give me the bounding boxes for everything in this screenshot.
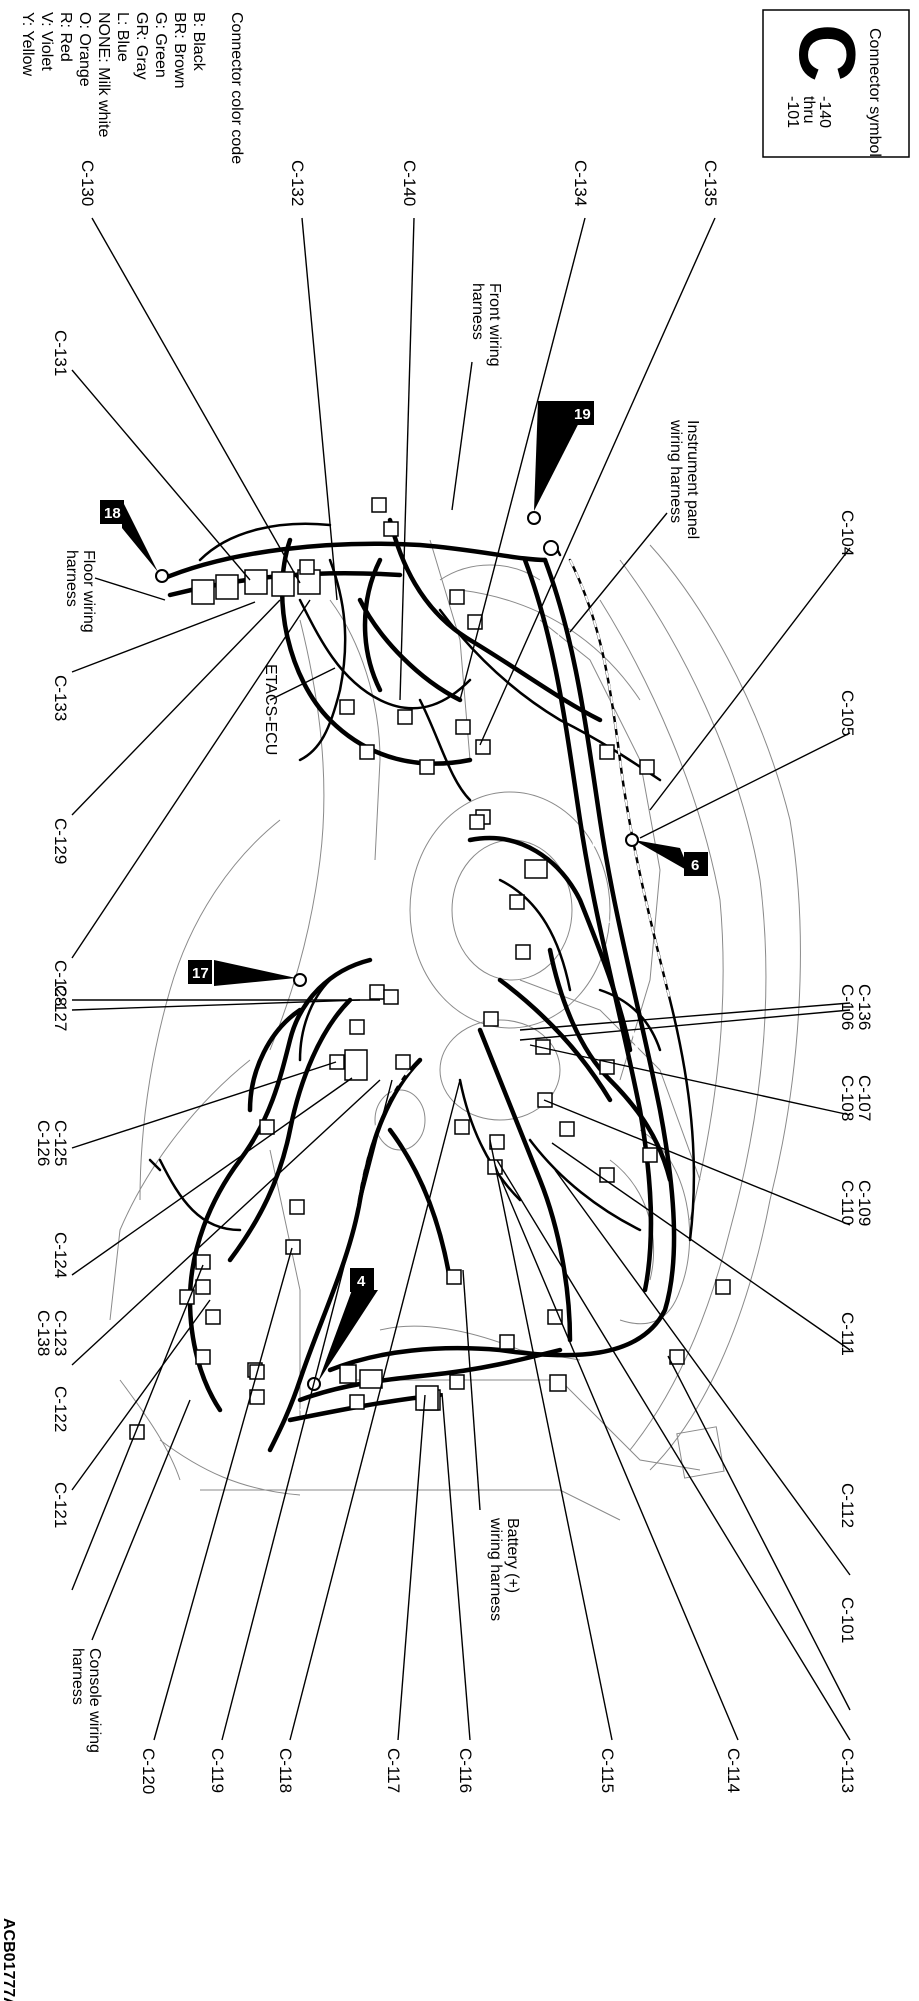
- label-c115: C-115: [598, 1748, 617, 1793]
- label-c123: C-123: [51, 1310, 70, 1356]
- label-c132: C-132: [288, 160, 307, 206]
- front-harness-label: Front wiring: [486, 283, 503, 367]
- wiring-harnesses: [148, 517, 696, 1453]
- marker-17: 17: [192, 965, 209, 982]
- label-c110: C-110: [838, 1180, 857, 1225]
- ground-markers: 19 18 6 17 4: [100, 401, 708, 1391]
- floor-harness-label: Floor wiring: [80, 550, 97, 633]
- label-c129: C-129: [51, 818, 70, 864]
- harness-labels: Front wiring harness Instrument panel wi…: [63, 283, 701, 1753]
- symbol-range-mid: thru: [800, 96, 817, 124]
- label-c101: C-101: [838, 1597, 857, 1643]
- label-c138: C-138: [34, 1310, 53, 1356]
- legend-item: O: Orange: [76, 12, 93, 87]
- label-c113: C-113: [838, 1748, 857, 1793]
- ip-harness-label-2: wiring harness: [667, 419, 684, 523]
- marker-18: 18: [104, 505, 121, 522]
- legend-item: NONE: Milk white: [95, 12, 112, 137]
- symbol-title: Connector symbol: [866, 28, 883, 157]
- label-c114: C-114: [724, 1748, 743, 1793]
- label-c127: C-127: [51, 985, 70, 1031]
- label-c117: C-117: [384, 1748, 403, 1793]
- label-c136: C-136: [855, 984, 874, 1030]
- label-c116: C-116: [456, 1748, 475, 1793]
- label-c112: C-112: [838, 1483, 857, 1528]
- label-c109: C-109: [855, 1180, 874, 1226]
- legend-item: B: Black: [190, 12, 207, 72]
- figure-code: ACB01777AC: [0, 1918, 17, 2001]
- etacs-ecu-label: ETACS-ECU: [262, 664, 279, 755]
- color-legend: Connector color code B: Black BR: Brown …: [19, 12, 245, 164]
- ip-harness-label: Instrument panel: [684, 420, 701, 539]
- legend-item: Y: Yellow: [19, 12, 36, 77]
- console-harness-label-2: harness: [69, 1648, 86, 1705]
- label-c131: C-131: [51, 330, 70, 376]
- label-c124: C-124: [51, 1232, 70, 1278]
- connector-blocks: [129, 497, 731, 1440]
- legend-item: R: Red: [57, 12, 74, 62]
- label-c106: C-106: [838, 984, 857, 1030]
- label-c125: C-125: [51, 1120, 70, 1166]
- label-c118: C-118: [276, 1748, 295, 1793]
- label-c107: C-107: [855, 1075, 874, 1121]
- legend-item: BR: Brown: [171, 12, 188, 88]
- label-c128: C-128: [51, 960, 70, 1006]
- leader-lines: [71, 217, 851, 1741]
- connector-symbol-box: Connector symbol C -101 thru -140: [762, 9, 910, 158]
- label-c135: C-135: [701, 160, 720, 206]
- marker-6: 6: [691, 857, 699, 874]
- label-c134: C-134: [571, 160, 590, 206]
- symbol-letter: C: [783, 24, 872, 82]
- marker-19: 19: [574, 406, 591, 423]
- label-c119: C-119: [208, 1748, 227, 1793]
- symbol-range-from: -101: [784, 96, 801, 128]
- label-c122: C-122: [51, 1386, 70, 1432]
- label-c120: C-120: [139, 1748, 158, 1794]
- label-c133: C-133: [51, 675, 70, 721]
- label-c140: C-140: [400, 160, 419, 206]
- symbol-range-to: -140: [816, 96, 833, 128]
- label-c111: C-111: [838, 1312, 857, 1356]
- connector-labels: C-130 C-132 C-140 C-134 C-135 C-131 C-10…: [34, 160, 874, 1794]
- label-c105: C-105: [838, 690, 857, 736]
- label-c121: C-121: [51, 1482, 70, 1528]
- battery-harness-label-2: wiring harness: [487, 1517, 504, 1621]
- legend-item: G: Green: [152, 12, 169, 78]
- label-c108: C-108: [838, 1075, 857, 1121]
- legend-title: Connector color code: [228, 12, 245, 164]
- marker-4: 4: [357, 1273, 366, 1290]
- label-c104: C-104: [838, 510, 857, 556]
- label-c130: C-130: [78, 160, 97, 206]
- battery-harness-label: Battery (+): [504, 1518, 521, 1593]
- legend-item: V: Violet: [38, 12, 55, 71]
- legend-item: GR: Gray: [133, 12, 150, 80]
- label-c126: C-126: [34, 1120, 53, 1166]
- legend-item: L: Blue: [114, 12, 131, 62]
- front-harness-label-2: harness: [469, 283, 486, 340]
- floor-harness-label-2: harness: [63, 550, 80, 607]
- console-harness-label: Console wiring: [86, 1648, 103, 1753]
